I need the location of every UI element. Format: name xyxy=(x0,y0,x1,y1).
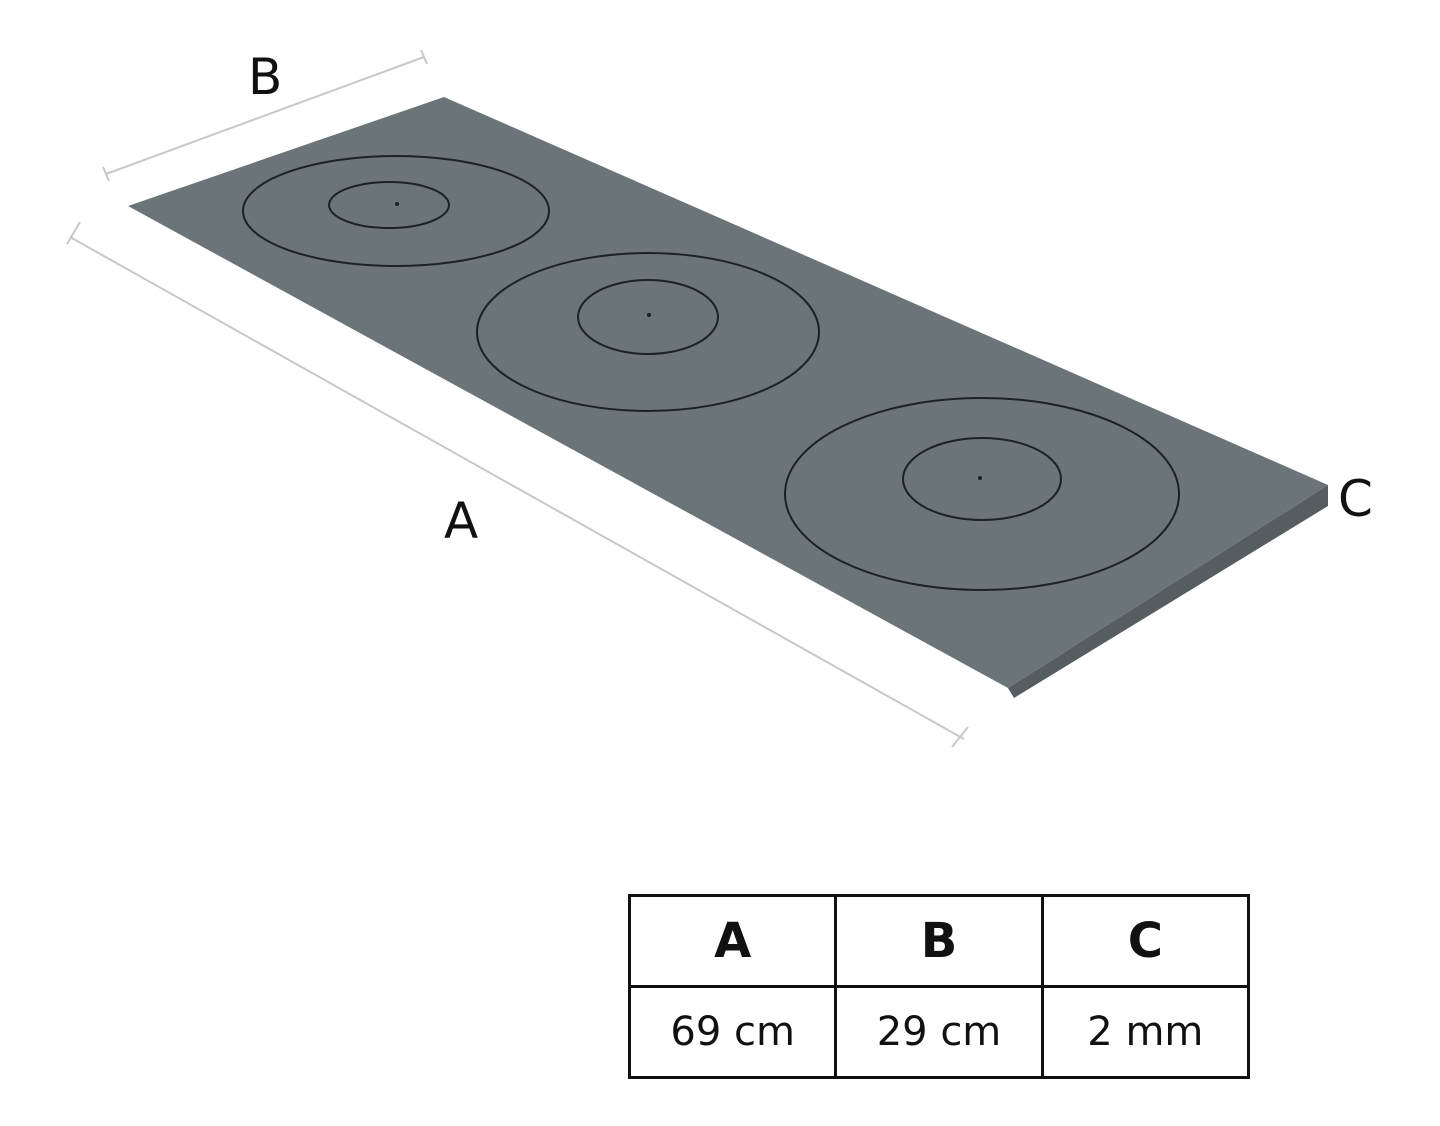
dimensions-table: A B C 69 cm 29 cm 2 mm xyxy=(627,894,1251,1079)
plate-edge xyxy=(1008,485,1328,698)
table-header-row: A B C xyxy=(627,894,1251,988)
burner-1 xyxy=(242,155,550,267)
table-header-b: B xyxy=(834,894,1044,988)
burner-3 xyxy=(784,397,1180,591)
table-cell-a-value: 69 cm xyxy=(627,985,838,1079)
burner-2 xyxy=(476,252,820,412)
dimension-label-b: B xyxy=(248,48,282,106)
table-header-c: C xyxy=(1040,894,1251,988)
cooktop-plate-diagram: B A C xyxy=(66,48,1373,748)
dimension-a xyxy=(66,221,969,748)
dimension-label-c: C xyxy=(1338,470,1373,528)
dimension-label-a: A xyxy=(444,492,478,550)
cooktop-plate xyxy=(128,97,1328,688)
table-cell-b-value: 29 cm xyxy=(834,985,1044,1079)
table-row: 69 cm 29 cm 2 mm xyxy=(627,985,1251,1079)
dimension-b xyxy=(102,49,428,182)
table-header-a: A xyxy=(627,894,838,988)
table-cell-c-value: 2 mm xyxy=(1040,985,1251,1079)
